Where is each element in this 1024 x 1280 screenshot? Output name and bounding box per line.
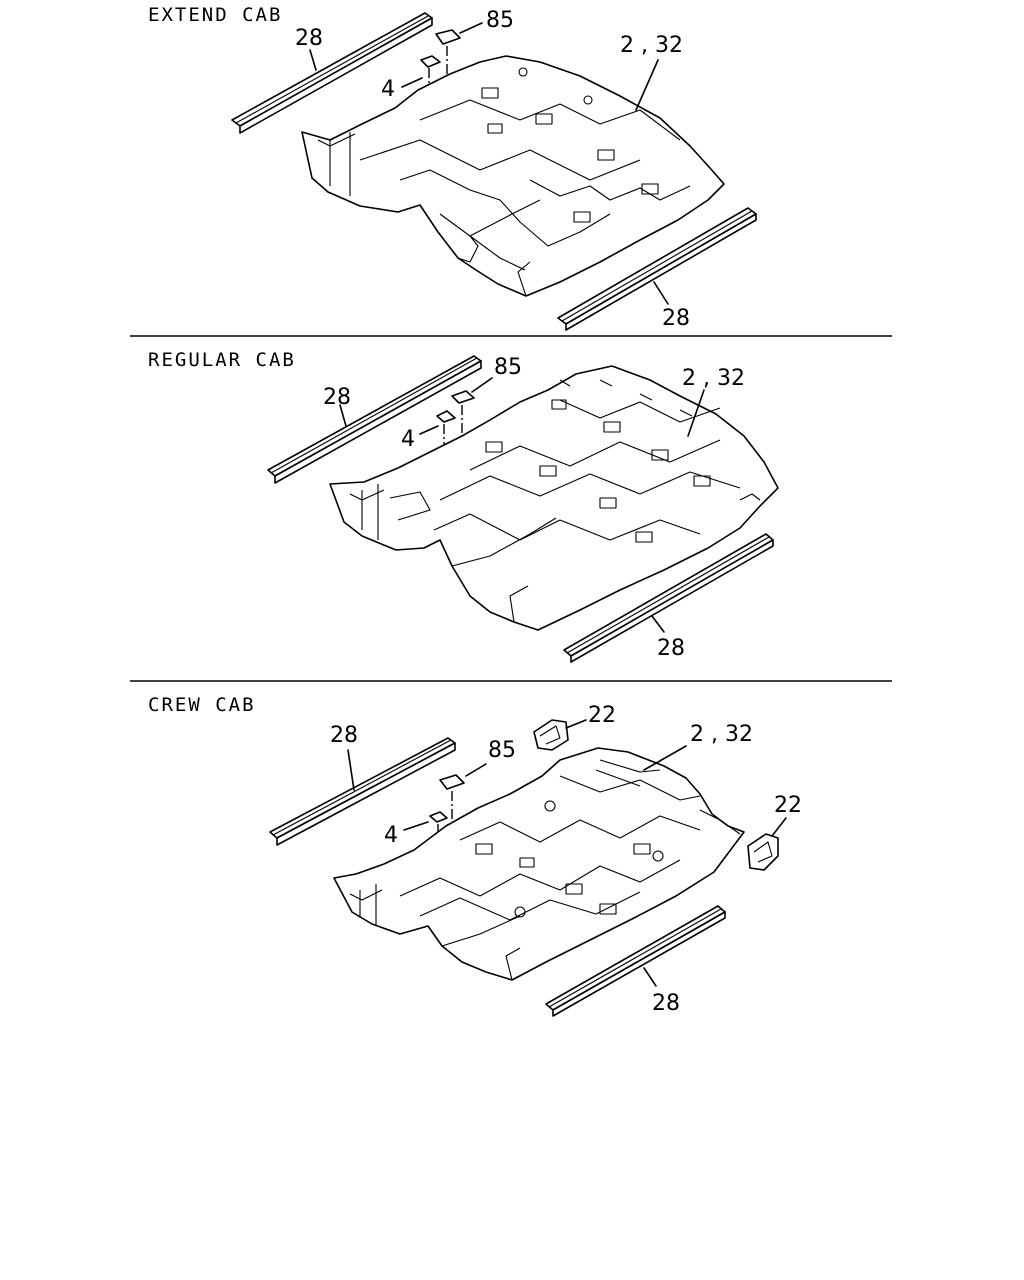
section-regular-cab: REGULAR CAB 28 85 4 <box>148 349 779 663</box>
callout-plug-large: 85 <box>486 8 514 33</box>
leader-line <box>401 77 423 88</box>
leader-line <box>465 763 487 777</box>
callout-floor-panel: 2 , 32 <box>690 722 753 747</box>
rocker-rail-top <box>231 12 433 134</box>
leader-line <box>459 22 483 34</box>
callout-bracket-right: 22 <box>774 793 802 818</box>
section-extend-cab: EXTEND CAB 28 85 4 <box>148 4 757 331</box>
callout-rail-bottom: 28 <box>657 636 685 661</box>
leader-line <box>309 49 317 71</box>
callout-rail-bottom: 28 <box>662 306 690 331</box>
section-title: REGULAR CAB <box>148 349 296 371</box>
rocker-rail-top <box>269 737 456 846</box>
callout-rail-bottom: 28 <box>652 991 680 1016</box>
floor-panel <box>329 365 779 631</box>
callout-floor-panel: 2 , 32 <box>682 366 745 391</box>
callout-plug-small: 4 <box>384 823 398 848</box>
bracket-left <box>533 719 569 751</box>
callout-rail-top: 28 <box>295 26 323 51</box>
leader-line <box>565 719 587 729</box>
rocker-rail-bottom <box>563 533 774 663</box>
plug-large <box>435 29 461 45</box>
rocker-rail-bottom <box>545 905 726 1017</box>
leader-line <box>347 749 355 791</box>
plug-small <box>429 811 448 823</box>
callout-rail-top: 28 <box>323 385 351 410</box>
plug-small <box>436 410 456 423</box>
leader-line <box>635 59 659 111</box>
bracket-right <box>747 833 779 871</box>
section-title: EXTEND CAB <box>148 4 282 26</box>
leader-line <box>643 967 657 987</box>
callout-plug-small: 4 <box>381 77 395 102</box>
leader-line <box>403 821 429 831</box>
callout-plug-large: 85 <box>494 355 522 380</box>
leader-line <box>687 389 705 437</box>
callout-plug-small: 4 <box>401 427 415 452</box>
callout-plug-large: 85 <box>488 738 516 763</box>
rocker-rail-bottom <box>557 207 757 331</box>
callout-floor-panel: 2 , 32 <box>620 33 683 58</box>
plug-large <box>451 390 475 404</box>
leader-line <box>471 377 493 393</box>
callout-bracket-left: 22 <box>588 703 616 728</box>
leader-line <box>653 281 669 305</box>
plug-large <box>439 774 465 790</box>
leader-line <box>651 615 665 633</box>
leader-line <box>771 817 787 837</box>
leader-line <box>643 745 687 771</box>
section-crew-cab: CREW CAB 28 85 4 22 <box>148 694 802 1017</box>
rocker-rail-top <box>267 355 482 484</box>
floor-panel <box>301 55 725 297</box>
callout-rail-top: 28 <box>330 723 358 748</box>
plug-small <box>420 55 441 68</box>
floor-panel <box>333 747 745 981</box>
leader-line <box>339 404 347 427</box>
section-title: CREW CAB <box>148 694 256 716</box>
leader-line <box>419 425 439 435</box>
